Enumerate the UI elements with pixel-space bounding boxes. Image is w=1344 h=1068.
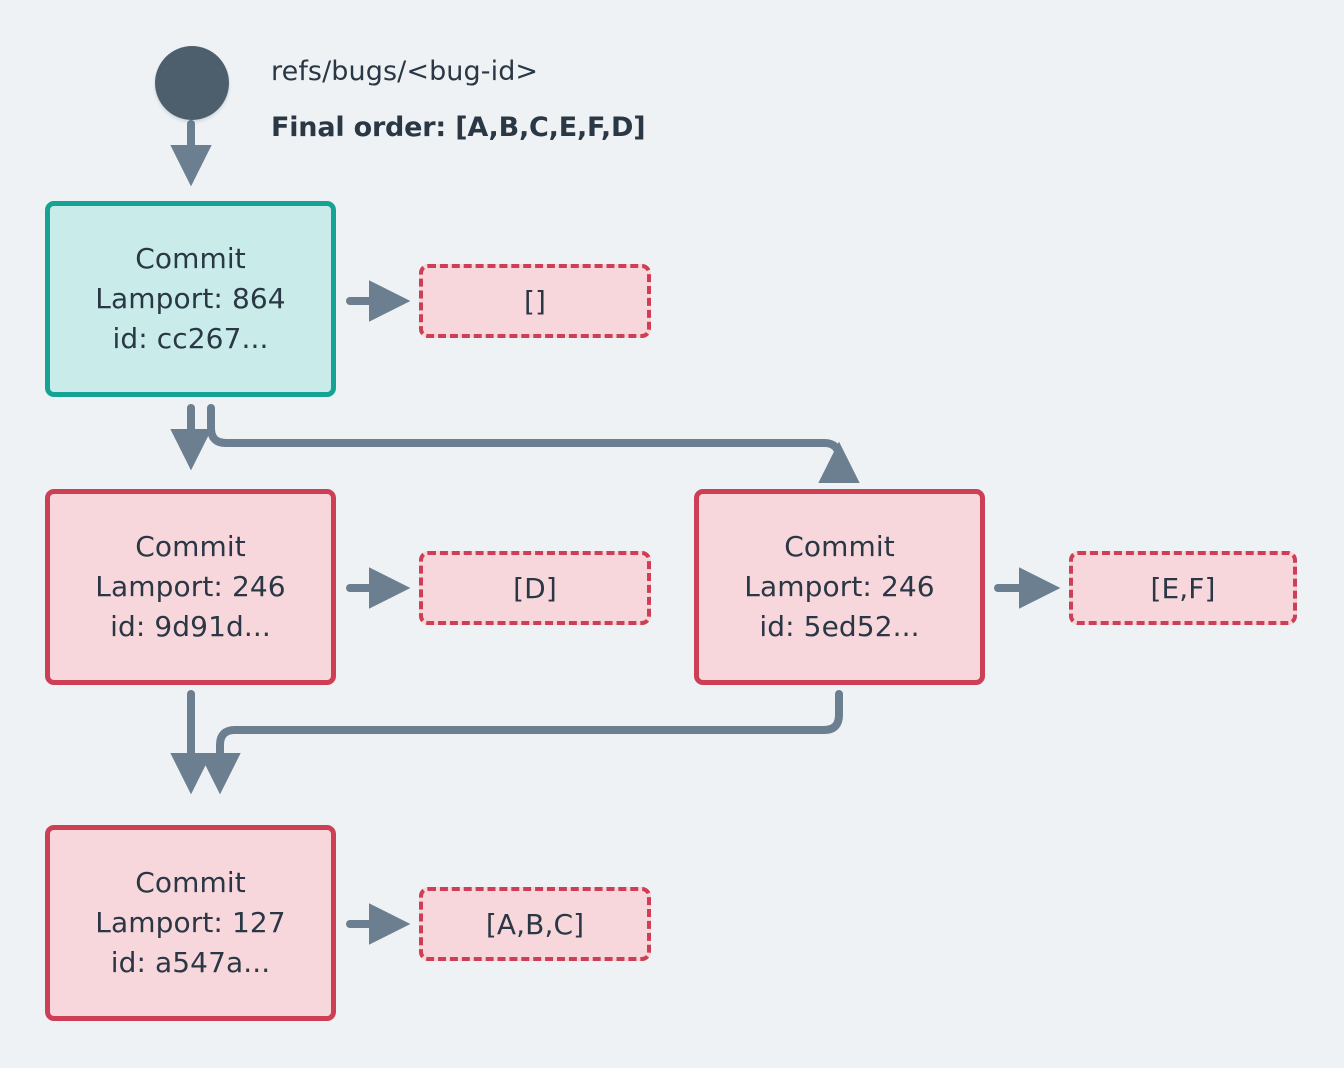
ops-box-label: [D]: [513, 571, 557, 605]
ops-box-5ed52[interactable]: [E,F]: [1069, 551, 1297, 625]
ref-label: refs/bugs/<bug-id>: [271, 56, 539, 87]
commit-id: id: cc267...: [112, 321, 269, 355]
commit-node-a547a[interactable]: Commit Lamport: 127 id: a547a...: [45, 825, 336, 1021]
root-dot: [155, 46, 229, 120]
commit-id: id: 5ed52...: [759, 609, 920, 643]
commit-title: Commit: [135, 242, 246, 276]
commit-node-9d91d[interactable]: Commit Lamport: 246 id: 9d91d...: [45, 489, 336, 685]
commit-lamport: Lamport: 246: [95, 570, 286, 604]
ops-box-label: []: [523, 284, 547, 318]
commit-node-5ed52[interactable]: Commit Lamport: 246 id: 5ed52...: [694, 489, 985, 685]
commit-lamport: Lamport: 246: [744, 570, 935, 604]
edge-cc267-to-5ed52: [207, 404, 860, 484]
edge-5ed52-to-a547a: [199, 690, 843, 795]
final-order-label: Final order: [A,B,C,E,F,D]: [271, 112, 646, 143]
ops-box-9d91d[interactable]: [D]: [419, 551, 651, 625]
ops-box-a547a[interactable]: [A,B,C]: [419, 887, 651, 961]
commit-id: id: 9d91d...: [110, 609, 271, 643]
commit-title: Commit: [784, 530, 895, 564]
commit-title: Commit: [135, 866, 246, 900]
commit-node-cc267[interactable]: Commit Lamport: 864 id: cc267...: [45, 201, 336, 397]
ops-box-label: [A,B,C]: [485, 907, 585, 941]
commit-id: id: a547a...: [110, 945, 271, 979]
ops-box-cc267[interactable]: []: [419, 264, 651, 338]
commit-lamport: Lamport: 864: [95, 282, 286, 316]
commit-title: Commit: [135, 530, 246, 564]
ops-box-label: [E,F]: [1150, 571, 1216, 605]
commit-lamport: Lamport: 127: [95, 906, 286, 940]
